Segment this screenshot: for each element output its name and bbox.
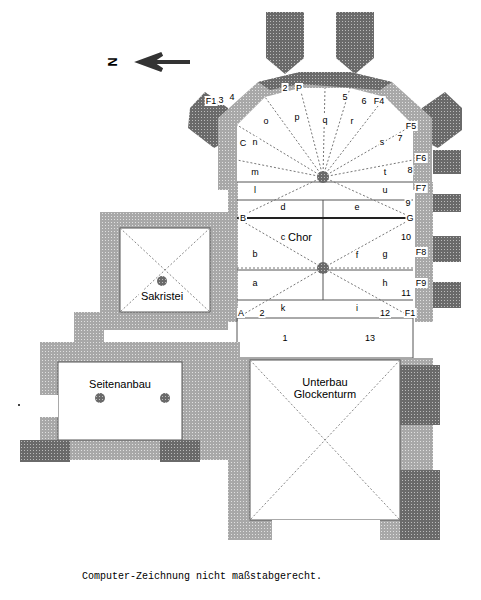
callout-number: m — [250, 167, 260, 177]
callout-number: 2 — [281, 83, 288, 93]
callout-number: e — [353, 202, 360, 212]
callout-number: 5 — [341, 92, 348, 102]
callout-number: d — [279, 202, 286, 212]
callout-number: r — [350, 116, 355, 126]
room-name: Unterbau Glockenturm — [288, 376, 362, 400]
callout-number: 3 — [217, 95, 224, 105]
callout-number: n — [251, 137, 258, 147]
callout-number: F9 — [415, 278, 428, 288]
callout-number: F4 — [373, 96, 386, 106]
callout-number: b — [251, 249, 258, 259]
callout-number: C — [239, 138, 248, 148]
callout-number: c — [280, 232, 287, 242]
callout-number: l — [253, 185, 257, 195]
callout-number: F8 — [415, 247, 428, 257]
caption: Computer-Zeichnung nicht maßstabgerecht. — [82, 571, 322, 582]
room: Sakristei — [120, 228, 210, 312]
callout-number: u — [381, 185, 388, 195]
callout-number: 8 — [406, 165, 413, 175]
callout-number: 11 — [400, 288, 411, 298]
callout-number: 7 — [396, 133, 403, 143]
callout-number: F1 — [205, 96, 218, 106]
room: Unterbau Glockenturm — [250, 360, 400, 520]
callout-number: F1 — [404, 308, 417, 318]
callout-number: 9 — [404, 198, 411, 208]
callout-number: 1 — [281, 333, 288, 343]
callout-number: 2 — [258, 308, 265, 318]
callout-number: 6 — [360, 96, 367, 106]
callout-number: t — [383, 167, 388, 177]
callout-number: p — [293, 112, 300, 122]
callout-number: a — [251, 278, 258, 288]
callout-number: 10 — [400, 232, 412, 242]
callout-number: o — [262, 116, 269, 126]
callout-number: g — [381, 249, 388, 259]
callout-number: i — [355, 303, 359, 313]
callout-number: P — [295, 83, 303, 93]
callout-number: h — [381, 278, 388, 288]
callout-number: 4 — [228, 92, 235, 102]
callout-number: 13 — [364, 333, 376, 343]
callout-number: F6 — [415, 153, 428, 163]
room-name: Seitenanbau — [87, 378, 153, 390]
callout-number: G — [405, 213, 414, 223]
callout-number: A — [237, 308, 245, 318]
callout-number: B — [239, 213, 247, 223]
callout-number: q — [321, 115, 328, 125]
callout-number: s — [379, 137, 386, 147]
room-name: Sakristei — [139, 290, 185, 302]
callout-number: k — [280, 303, 287, 313]
north-mark: N — [107, 56, 117, 67]
callout-number: F7 — [415, 183, 428, 193]
room: Seitenanbau — [58, 362, 182, 440]
callout-number: 12 — [379, 308, 391, 318]
callout-number: f — [355, 250, 360, 260]
callout-number: F5 — [405, 121, 418, 131]
room-name: Chor — [286, 231, 314, 243]
